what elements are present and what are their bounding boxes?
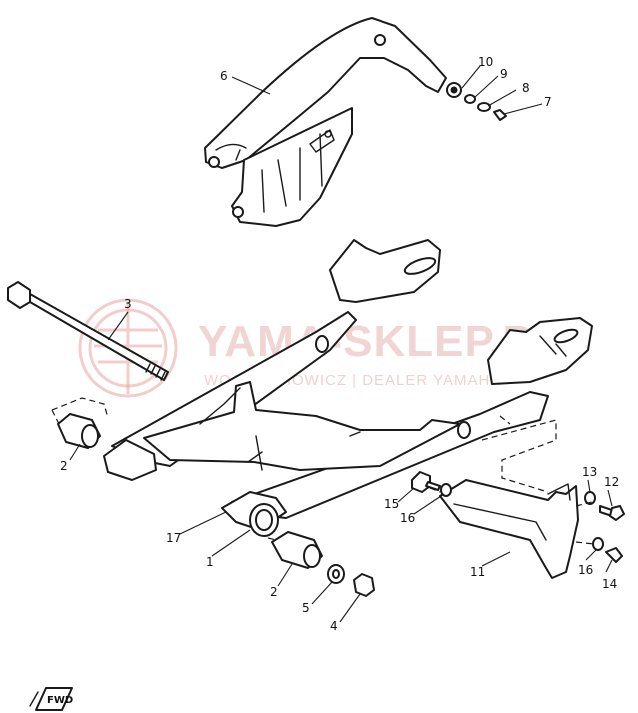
callout-1: 1 [206,555,214,569]
callout-13: 13 [582,465,597,479]
callout-8: 8 [522,81,530,95]
callout-12: 12 [604,475,619,489]
part-3-pivot-shaft [7,281,169,381]
callout-5: 5 [302,601,310,615]
swingarm-main-body [103,239,593,537]
part-5-washer [327,564,345,584]
callout-2-upper: 2 [60,459,68,473]
parts-7-10-fasteners [446,82,507,121]
watermark: YAMA-SKLEP.PL WOJCIECHOWICZ | DEALER YAM… [78,298,560,398]
part-11-chain-guard-bracket [439,479,579,579]
callout-3: 3 [124,297,132,311]
callout-9: 9 [500,67,508,81]
callout-labels: 6 10 9 8 7 3 2 17 1 2 5 4 15 16 11 13 12… [60,55,619,633]
callout-17: 17 [166,531,181,545]
callout-15: 15 [384,497,399,511]
part-6-chain-guard [204,17,447,227]
callout-14: 14 [602,577,617,591]
assembly-guide-lines [51,397,595,545]
part-4-nut [353,573,375,597]
fwd-arrow-icon: FWD [29,687,73,711]
callout-11: 11 [470,565,485,579]
callout-16-left: 16 [400,511,415,525]
callout-16-right: 16 [578,563,593,577]
callout-2-lower: 2 [270,585,278,599]
part-2-collar-upper [57,413,101,449]
parts-12-16-fasteners [411,471,625,563]
leader-lines [69,65,613,623]
callout-4: 4 [330,619,338,633]
callout-7: 7 [544,95,552,109]
callout-6: 6 [220,69,228,83]
callout-10: 10 [478,55,493,69]
part-2-collar-lower [271,531,323,569]
fwd-label: FWD [47,695,73,706]
watermark-logo-icon [78,298,178,398]
